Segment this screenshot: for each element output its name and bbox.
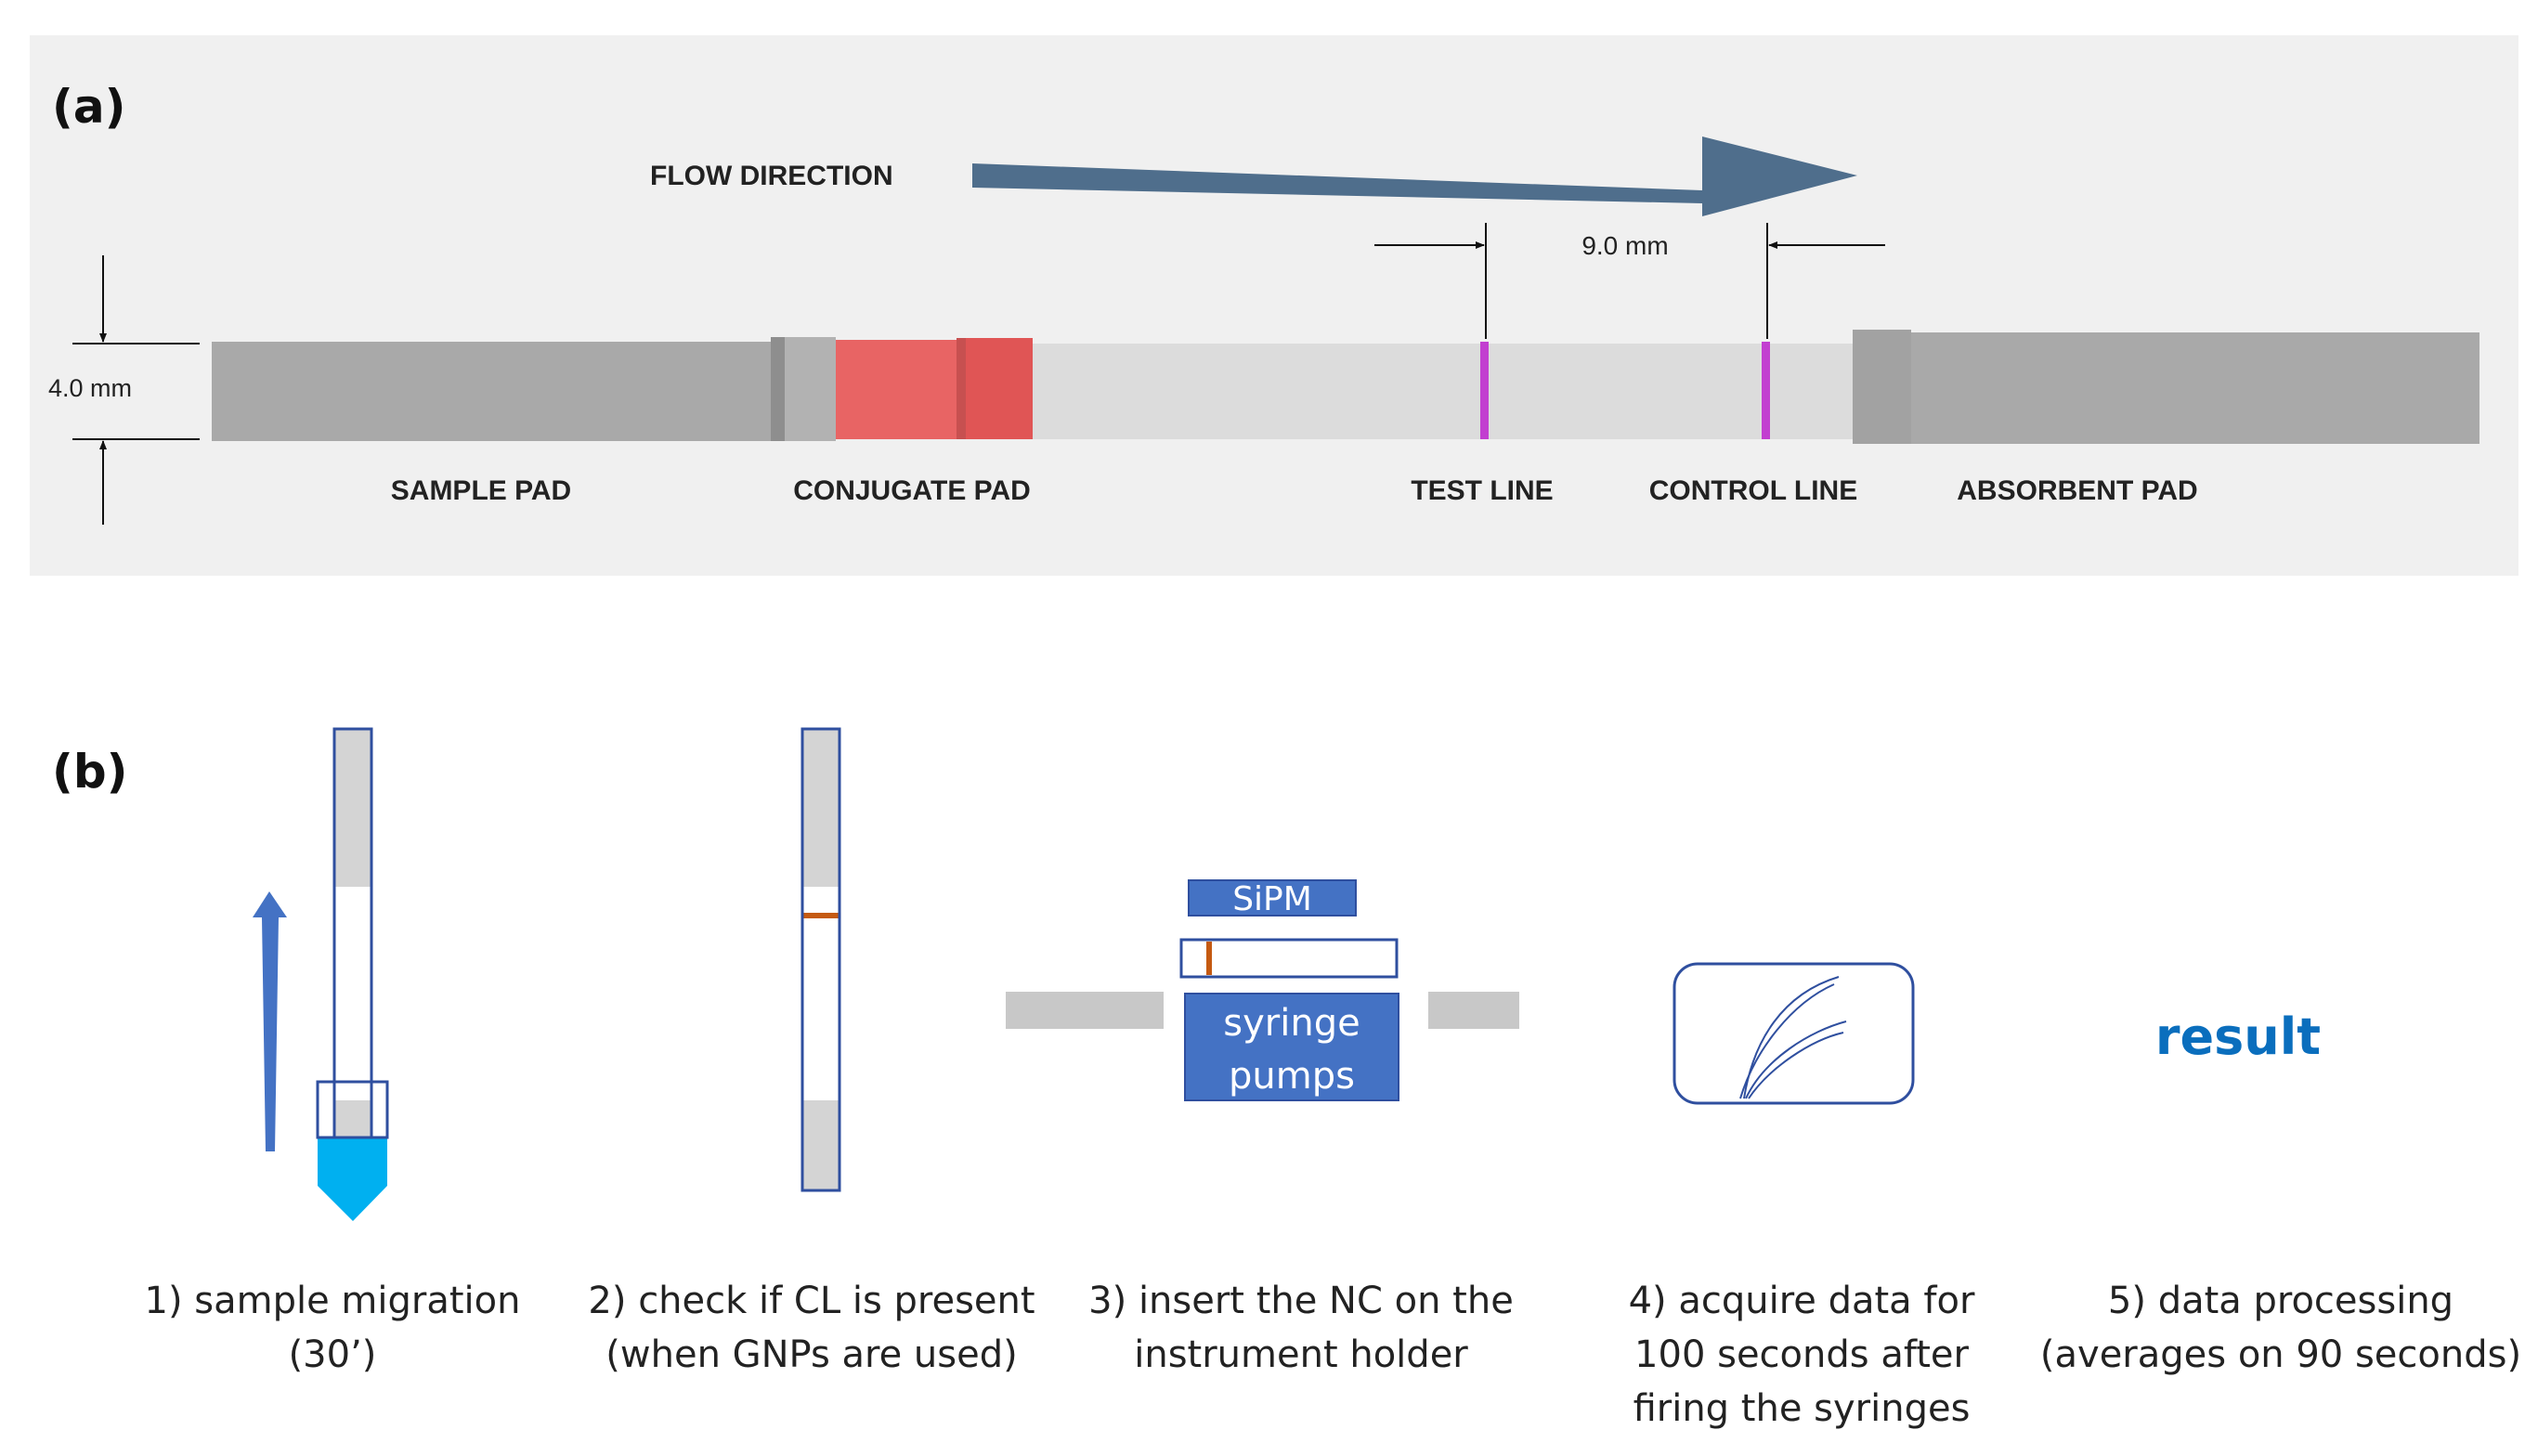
tube-liquid xyxy=(318,1138,387,1186)
step-1-illustration xyxy=(253,727,389,1221)
conjugate-pad-front xyxy=(966,338,1033,439)
panel-a-tag: (a) xyxy=(52,80,125,134)
panel-a-background xyxy=(30,35,2518,576)
nc-control-line xyxy=(1206,942,1212,975)
signal-curve xyxy=(1748,1032,1844,1099)
holder-left-bar xyxy=(1006,992,1164,1029)
result-label: result xyxy=(2155,1008,2321,1066)
step-3-illustration: SiPM syringe pumps xyxy=(1006,879,1519,1101)
conjugate-pad-edge xyxy=(957,338,966,439)
sample-pad-overlap xyxy=(771,337,785,441)
tube-outline xyxy=(316,1080,389,1139)
tube-tip xyxy=(318,1186,387,1221)
step-5-caption: 5) data processing (averages on 90 secon… xyxy=(2040,1280,2521,1376)
step-2-caption: 2) check if CL is present (when GNPs are… xyxy=(588,1280,1035,1376)
caption-line: (averages on 90 seconds) xyxy=(2040,1333,2521,1376)
holder-right-bar xyxy=(1428,992,1519,1029)
membrane xyxy=(1031,344,1857,439)
control-line-mark xyxy=(802,913,839,918)
caption-line: 4) acquire data for xyxy=(1629,1280,1975,1322)
step-3-caption: 3) insert the NC on the instrument holde… xyxy=(1088,1280,1514,1376)
absorbent-pad xyxy=(1911,332,2479,444)
caption-line: instrument holder xyxy=(1134,1333,1468,1376)
caption-line: 1) sample migration xyxy=(145,1280,521,1322)
step-2-illustration xyxy=(800,727,841,1192)
data-screen xyxy=(1672,962,1915,1105)
absorbent-pad-overlap xyxy=(1853,330,1911,444)
conjugate-pad-label: CONJUGATE PAD xyxy=(793,475,1031,506)
sipm-box xyxy=(1188,879,1357,916)
step-1-caption: 1) sample migration (30’) xyxy=(145,1280,521,1376)
sipm-label: SiPM xyxy=(1232,880,1312,918)
panel-b: (b) SiPM syringe pum xyxy=(52,727,2521,1430)
test-line-label: TEST LINE xyxy=(1411,475,1553,506)
width-dimension-label: 4.0 mm xyxy=(48,374,132,402)
strip-outline xyxy=(800,727,841,1192)
syringe-pumps-label-line2: pumps xyxy=(1229,1055,1355,1098)
signal-curve xyxy=(1745,1020,1847,1099)
strip-bottom-pad xyxy=(802,1100,839,1190)
control-line xyxy=(1762,342,1770,439)
sample-pad-label: SAMPLE PAD xyxy=(391,475,571,506)
spacing-dimension-label: 9.0 mm xyxy=(1581,231,1668,260)
panel-a: (a) FLOW DIRECTION 9.0 mm 4.0 mm SAMPLE … xyxy=(30,35,2518,576)
strip-top-pad xyxy=(334,729,371,887)
absorbent-pad-label: ABSORBENT PAD xyxy=(1957,475,2197,506)
caption-line: 3) insert the NC on the xyxy=(1088,1280,1514,1322)
nc-strip xyxy=(1179,938,1399,979)
caption-line: (when GNPs are used) xyxy=(605,1333,1017,1376)
migration-arrow-icon xyxy=(253,891,287,1151)
syringe-pumps-box xyxy=(1184,993,1399,1101)
sample-pad xyxy=(212,342,771,441)
conjugate-pad xyxy=(836,340,957,439)
caption-line: firing the syringes xyxy=(1633,1387,1971,1430)
flow-direction-label: FLOW DIRECTION xyxy=(650,161,893,191)
test-line xyxy=(1480,342,1489,439)
sample-pad-end xyxy=(785,337,836,441)
flow-direction-arrow xyxy=(972,136,1857,216)
strip-top-pad xyxy=(802,729,839,887)
caption-line: 100 seconds after xyxy=(1634,1333,1969,1376)
caption-line: 2) check if CL is present xyxy=(588,1280,1035,1322)
caption-line: (30’) xyxy=(289,1333,377,1376)
step-4-illustration xyxy=(1672,962,1915,1105)
caption-line: 5) data processing xyxy=(2108,1280,2453,1322)
panel-b-tag: (b) xyxy=(52,745,128,799)
signal-curve xyxy=(1739,983,1835,1099)
control-line-label: CONTROL LINE xyxy=(1649,475,1857,506)
step-4-caption: 4) acquire data for 100 seconds after fi… xyxy=(1629,1280,1975,1430)
strip-bottom-pad xyxy=(334,1100,371,1138)
syringe-pumps-label-line1: syringe xyxy=(1223,1002,1360,1045)
